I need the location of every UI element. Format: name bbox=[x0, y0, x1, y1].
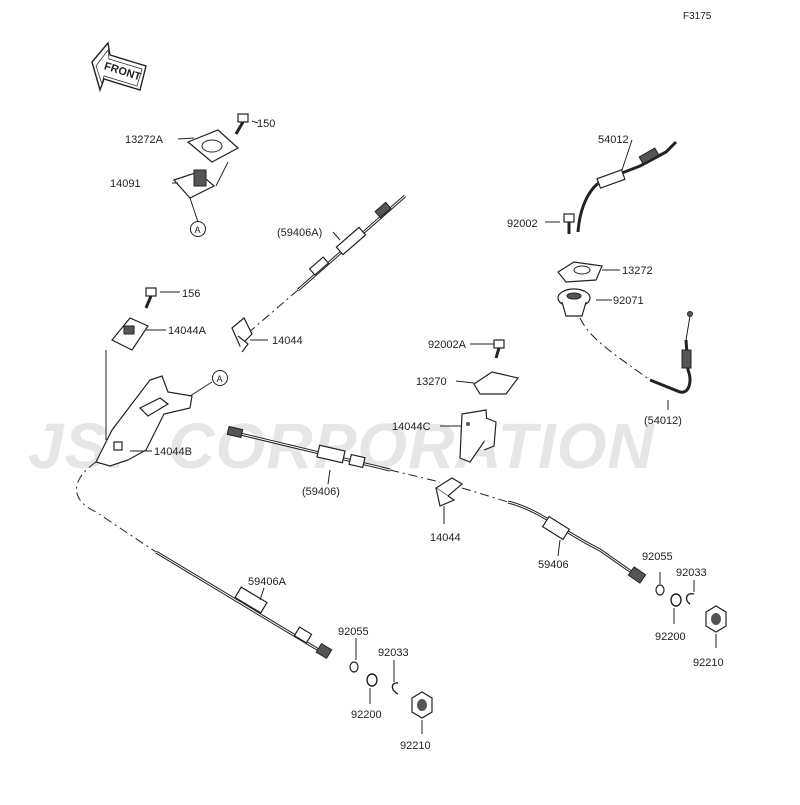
label-92210-left: 92210 bbox=[400, 740, 431, 752]
clamp-14044-top bbox=[231, 317, 253, 353]
figure-id: F3175 bbox=[683, 11, 712, 22]
bracket-14044B bbox=[95, 375, 193, 467]
bolt-150 bbox=[234, 113, 249, 135]
label-14044B: 14044B bbox=[154, 446, 192, 458]
cable-54012 bbox=[576, 140, 678, 233]
cable-54012-lower bbox=[649, 311, 693, 394]
cable-59406A-lower bbox=[155, 550, 333, 660]
label-13272: 13272 bbox=[622, 265, 653, 277]
gasket-13270 bbox=[473, 371, 520, 395]
bolt-92002A bbox=[493, 339, 505, 359]
cable-59406-right bbox=[507, 500, 647, 584]
washer-92055-left bbox=[349, 661, 359, 673]
clamp-14044-middle bbox=[434, 477, 464, 507]
label-14044-top: 14044 bbox=[272, 335, 303, 347]
label-150: 150 bbox=[257, 118, 275, 130]
label-59406A: 59406A bbox=[248, 576, 287, 588]
label-92033-left: 92033 bbox=[378, 647, 409, 659]
label-92055-right: 92055 bbox=[642, 551, 673, 563]
clamp-14044A bbox=[111, 317, 149, 351]
cable-59406-middle bbox=[226, 425, 391, 472]
label-59406A-paren: (59406A) bbox=[277, 227, 322, 239]
label-14091: 14091 bbox=[110, 178, 141, 190]
label-54012: 54012 bbox=[598, 134, 629, 146]
label-92002A: 92002A bbox=[428, 339, 467, 351]
label-92033-right: 92033 bbox=[676, 567, 707, 579]
label-13272A: 13272A bbox=[125, 134, 164, 146]
holder-92071 bbox=[557, 288, 591, 317]
ref-marker-a-top bbox=[190, 221, 206, 237]
label-14044A: 14044A bbox=[168, 325, 207, 337]
bolt-156 bbox=[144, 287, 157, 309]
nut-92210-right bbox=[705, 605, 727, 633]
ref-marker-a-left bbox=[212, 370, 228, 386]
label-156: 156 bbox=[182, 288, 200, 300]
fitting-14091 bbox=[172, 169, 216, 223]
clip-92033-left bbox=[391, 682, 399, 695]
ref-marker-a-top-label: A bbox=[195, 225, 201, 235]
bolt-92002 bbox=[563, 213, 575, 234]
nut-92210-left bbox=[411, 691, 433, 719]
label-92055-left: 92055 bbox=[338, 626, 369, 638]
front-arrow-icon bbox=[91, 41, 147, 93]
label-92200-right: 92200 bbox=[655, 631, 686, 643]
plate-13272 bbox=[557, 261, 603, 283]
washer-92200-right bbox=[670, 593, 682, 607]
cable-59406A-upper bbox=[297, 194, 406, 292]
ref-marker-a-left-label: A bbox=[217, 374, 223, 384]
label-54012-paren: (54012) bbox=[644, 415, 682, 427]
label-59406-right: 59406 bbox=[538, 559, 569, 571]
washer-92055-right bbox=[655, 584, 665, 596]
gasket-13272A bbox=[186, 129, 240, 163]
washer-92200-left bbox=[366, 673, 378, 687]
clip-92033-right bbox=[685, 592, 695, 605]
label-92002: 92002 bbox=[507, 218, 538, 230]
label-59406-paren: (59406) bbox=[302, 486, 340, 498]
label-92071: 92071 bbox=[613, 295, 644, 307]
label-13270: 13270 bbox=[416, 376, 447, 388]
label-14044-middle: 14044 bbox=[430, 532, 461, 544]
label-92200-left: 92200 bbox=[351, 709, 382, 721]
label-92210-right: 92210 bbox=[693, 657, 724, 669]
label-14044C: 14044C bbox=[392, 421, 431, 433]
bracket-14044C bbox=[459, 409, 497, 463]
